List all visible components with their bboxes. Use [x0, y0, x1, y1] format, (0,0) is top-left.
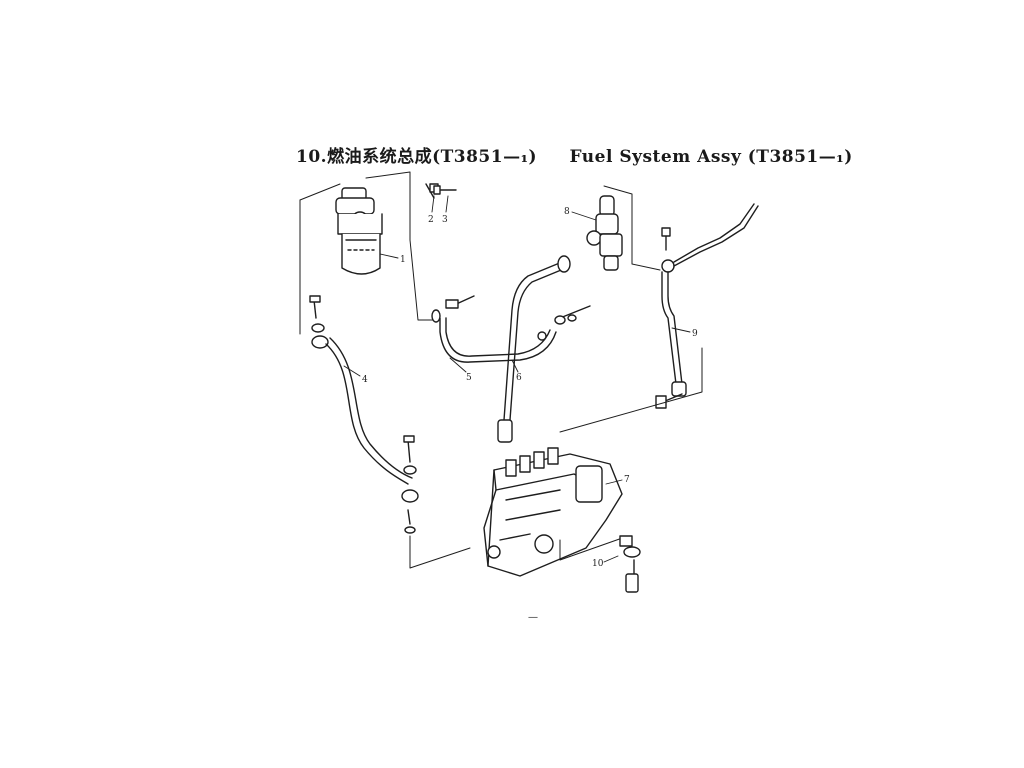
fuel-pipe-5 [431, 295, 591, 363]
title-english: Fuel System Assy (T3851—₁) [569, 147, 853, 167]
diagram-title: 10.燃油系统总成(T3851—₁) Fuel System Assy (T38… [296, 142, 853, 167]
page-number: — [528, 612, 538, 623]
injector-8 [586, 185, 661, 271]
callout-8: 8 [564, 207, 570, 217]
fuel-hose-4 [309, 295, 471, 569]
injection-pump-7 [483, 447, 629, 577]
callout-6: 6 [516, 373, 522, 383]
callout-5: 5 [466, 373, 472, 383]
callout-9: 9 [692, 329, 698, 339]
filter-bracket-lines [299, 171, 439, 335]
fuel-pipe-6 [497, 255, 571, 443]
fuel-filter [335, 187, 383, 275]
callout-10: 10 [592, 559, 604, 569]
title-chinese: 10.燃油系统总成(T3851—₁) [296, 147, 538, 167]
callout-1: 1 [400, 255, 406, 265]
leader-lines [343, 195, 691, 563]
bolt-2-3 [425, 183, 457, 199]
callout-2: 2 [428, 215, 434, 225]
fitting-10 [619, 535, 641, 593]
callout-7: 7 [624, 475, 630, 485]
fuel-return-line-9 [559, 203, 759, 433]
callout-3: 3 [442, 215, 448, 225]
callout-4: 4 [362, 375, 368, 385]
